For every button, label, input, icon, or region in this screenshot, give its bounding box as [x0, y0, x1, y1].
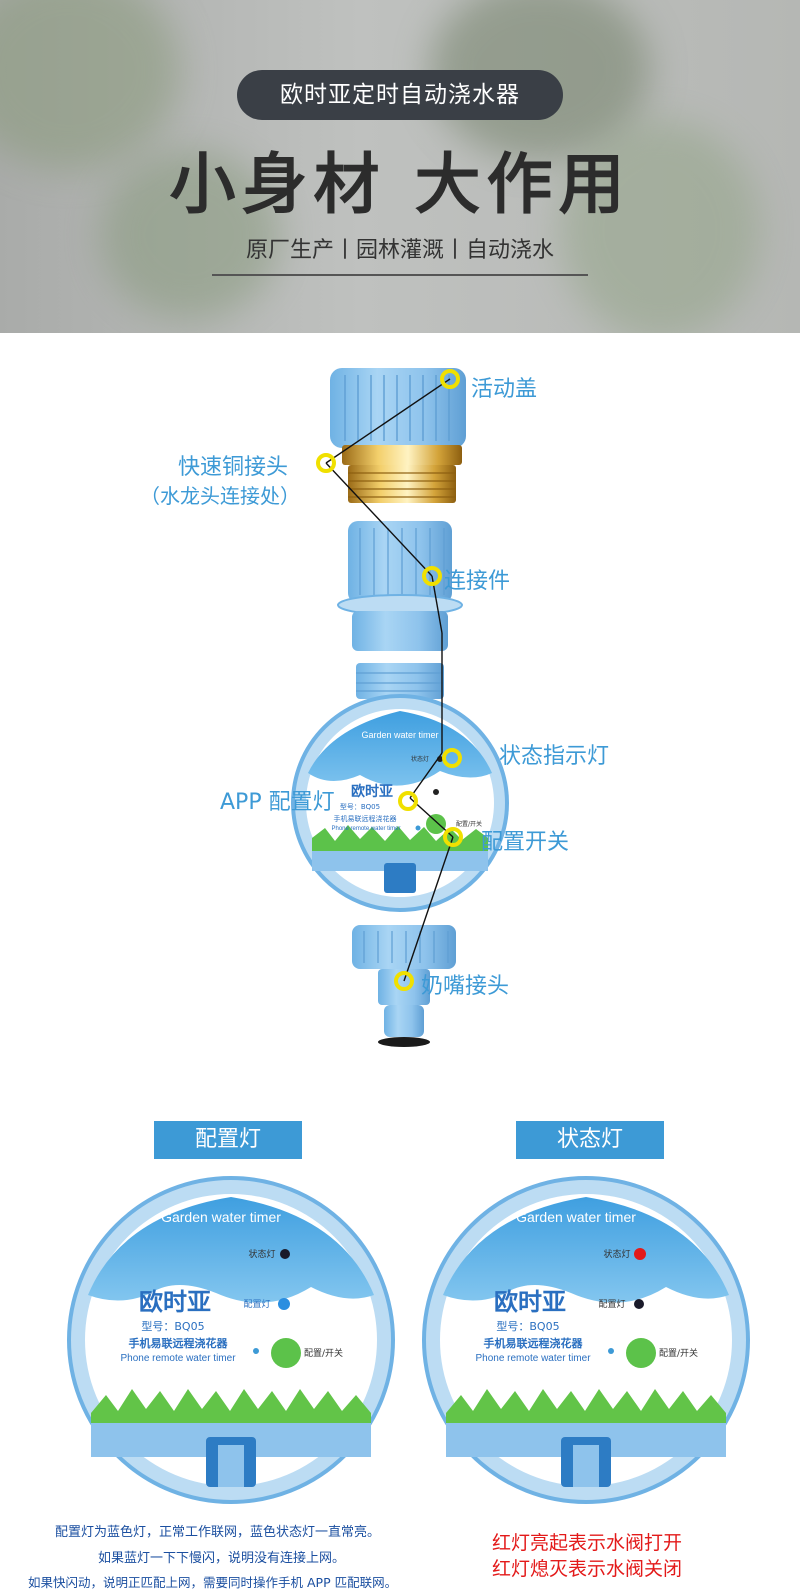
dial-status-label: 状态灯: [603, 1248, 630, 1260]
dial-status-label: 状态灯: [248, 1248, 275, 1260]
config-note-3: 如果快闪动，说明正匹配上网，需要同时操作手机 APP 匹配联网。: [28, 1575, 398, 1590]
callout-app-light: APP 配置灯: [220, 790, 335, 815]
callout-dot-config-switch: [443, 827, 463, 847]
callout-dot-cap: [440, 369, 460, 389]
status-light-label: 状态灯: [516, 1121, 664, 1159]
callout-connector: 连接件: [444, 569, 511, 594]
dial-desc-en: Phone remote water timer: [120, 1353, 236, 1364]
callout-dot-nozzle: [394, 971, 414, 991]
product-exploded-view: Garden water timer 状态灯 欧时亚 型号：BQ05 手机易联远…: [291, 368, 509, 1047]
callout-dot-app-light: [398, 791, 418, 811]
timer-status-label: 状态灯: [411, 755, 429, 763]
dial-desc-cn: 手机易联远程浇花器: [484, 1336, 584, 1350]
blurred-leaf-decoration: [560, 120, 760, 333]
dial-brand: 欧时亚: [494, 1288, 566, 1316]
blurred-leaf-decoration: [100, 150, 280, 320]
hero-title: 欧时亚定时自动浇水器: [237, 70, 563, 120]
callout-dot-copper: [316, 453, 336, 473]
status-light-off: [280, 1249, 290, 1259]
dial-switch-label: 配置/开关: [659, 1347, 698, 1359]
product-diagram: Garden water timer 状态灯 欧时亚 型号：BQ05 手机易联远…: [0, 333, 800, 1093]
dial-model: 型号：BQ05: [496, 1319, 559, 1333]
copper-connector-part: [342, 445, 462, 503]
config-light-label: 配置灯: [154, 1121, 302, 1159]
callout-nozzle: 奶嘴接头: [421, 974, 510, 999]
config-note-2: 如果蓝灯一下下慢闪，说明没有连接上网。: [98, 1551, 346, 1566]
timer-body-part: Garden water timer 状态灯 欧时亚 型号：BQ05 手机易联远…: [291, 663, 509, 912]
config-switch-button: [626, 1338, 656, 1368]
dial-brand: 欧时亚: [139, 1288, 211, 1316]
timer-model: 型号：BQ05: [340, 802, 380, 811]
config-light-off: [634, 1299, 644, 1309]
dial-model: 型号：BQ05: [141, 1319, 204, 1333]
callout-status-light: 状态指示灯: [499, 744, 610, 769]
dial-switch-label: 配置/开关: [304, 1347, 343, 1359]
timer-desc-en: Phone remote water timer: [331, 826, 400, 832]
status-light-red: [634, 1248, 646, 1260]
hero-headline: 小身材 大作用: [169, 146, 631, 223]
callout-copper-line2: （水龙头连接处）: [140, 484, 300, 508]
callout-config-switch: 配置开关: [481, 830, 570, 855]
timer-switch-label: 配置/开关: [456, 820, 482, 828]
callout-dot-connector: [422, 566, 442, 586]
timer-brand: 欧时亚: [351, 783, 393, 800]
timer-desc-cn: 手机易联远程浇花器: [334, 814, 397, 823]
leader-lines: [325, 378, 454, 982]
hero-banner: 欧时亚定时自动浇水器 小身材 大作用 原厂生产丨园林灌溉丨自动浇水: [0, 0, 800, 333]
dial-desc-en: Phone remote water timer: [475, 1353, 591, 1364]
status-light-dial: Garden water timer 状态灯 欧时亚 配置灯 型号：BQ05 手…: [422, 1176, 750, 1504]
timer-garden-text: Garden water timer: [361, 730, 438, 740]
dial-desc-cn: 手机易联远程浇花器: [129, 1336, 229, 1350]
dial-garden-text: Garden water timer: [516, 1209, 636, 1225]
dial-garden-text: Garden water timer: [161, 1209, 281, 1225]
callout-dot-status-light: [442, 748, 462, 768]
dial-config-label: 配置灯: [243, 1299, 270, 1310]
config-light-blue: [278, 1298, 290, 1310]
status-note-2: 红灯熄灭表示水阀关闭: [492, 1558, 683, 1580]
callout-copper-line1: 快速铜接头: [178, 455, 289, 480]
hero-subtitle: 原厂生产丨园林灌溉丨自动浇水: [245, 238, 554, 263]
config-switch-button: [271, 1338, 301, 1368]
callout-cap: 活动盖: [471, 377, 538, 402]
config-light-dial: Garden water timer 状态灯 欧时亚 配置灯 型号：BQ05 手…: [67, 1176, 395, 1504]
hero-underline: [212, 274, 588, 276]
config-note-1: 配置灯为蓝色灯，正常工作联网，蓝色状态灯一直常亮。: [55, 1525, 381, 1540]
status-note-1: 红灯亮起表示水阀打开: [492, 1532, 683, 1554]
dial-config-label: 配置灯: [598, 1299, 625, 1310]
